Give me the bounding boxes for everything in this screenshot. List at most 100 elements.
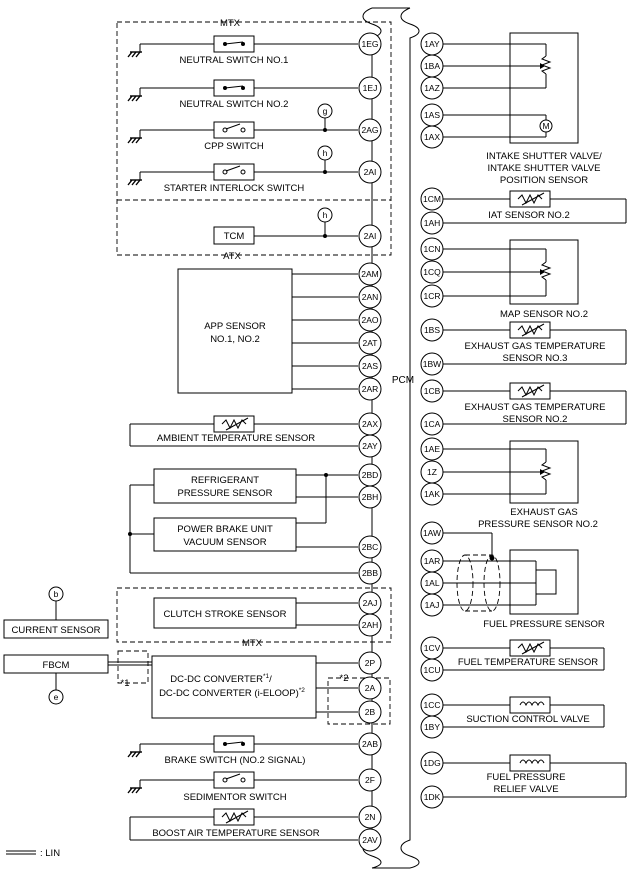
pin-bubble — [358, 676, 382, 700]
pin-label: 1CQ — [423, 267, 441, 277]
egp-label-2: PRESSURE SENSOR NO.2 — [478, 519, 598, 530]
fuelt-label: FUEL TEMPERATURE SENSOR — [458, 657, 598, 668]
pcm-label: PCM — [392, 375, 414, 386]
pin-label: 1AW — [423, 528, 441, 538]
pin-1aj: 1AJ — [420, 593, 444, 617]
pin-1cm: 1CM — [420, 187, 444, 211]
pin-2ag: 2AG — [358, 118, 382, 142]
pin-1ah: 1AH — [420, 211, 444, 235]
current-sensor-label: CURRENT SENSOR — [11, 625, 100, 636]
pin-bubble — [358, 700, 382, 724]
pin-1as: 1AS — [420, 103, 444, 127]
ground-icon — [127, 95, 142, 102]
connector-h-2: h — [323, 210, 328, 220]
fbcm-label: FBCM — [43, 660, 70, 671]
pin-2ah: 2AH — [358, 613, 382, 637]
pin-1ca: 1CA — [420, 412, 444, 436]
neutral-switch-1: NEUTRAL SWITCH NO.1 — [139, 35, 358, 66]
pin-label: 1CV — [424, 643, 441, 653]
star2-label: *2 — [340, 673, 349, 684]
pin-label: 1CM — [423, 194, 441, 204]
tcm-label: TCM — [224, 231, 245, 242]
cpp-switch-label: CPP SWITCH — [204, 141, 264, 152]
dcdc-label-1: DC-DC CONVERTER*1/ — [170, 673, 272, 685]
pin-2p: 2P — [358, 651, 382, 675]
pin-1al: 1AL — [420, 571, 444, 595]
pin-label: 1CU — [423, 665, 440, 675]
pin-bubble — [420, 785, 444, 809]
egt3-label-2: SENSOR NO.3 — [503, 353, 568, 364]
pin-bubble — [420, 352, 444, 376]
lin-legend-label: : LIN — [40, 848, 60, 859]
iat-label: IAT SENSOR NO.2 — [488, 210, 569, 221]
pin-1ar: 1AR — [420, 549, 444, 573]
pin-label: 2B — [365, 707, 376, 717]
pin-bubble — [358, 732, 382, 756]
pin-label: 2AM — [361, 269, 378, 279]
ground-icon — [127, 51, 142, 58]
pin-label: 2BC — [362, 542, 379, 552]
dcdc-label-1-sup: *1 — [263, 673, 270, 680]
refrigerant-pbu-sensors: REFRIGERANT PRESSURE SENSOR POWER BRAKE … — [128, 468, 358, 574]
pin-1ae: 1AE — [420, 437, 444, 461]
connector-e: e — [54, 692, 59, 702]
pin-label: 2AI — [364, 231, 377, 241]
intake-label-3: POSITION SENSOR — [500, 175, 588, 186]
pin-label: 1AL — [424, 578, 439, 588]
pin-2n: 2N — [358, 805, 382, 829]
map-sensor: MAP SENSOR NO.2 — [442, 239, 588, 320]
pin-bubble — [358, 377, 382, 401]
fuel-pressure-relief-valve: FUEL PRESSURE RELIEF VALVE — [442, 754, 627, 798]
ambient-temperature-sensor: AMBIENT TEMPERATURE SENSOR — [129, 415, 358, 447]
pin-label: 1DK — [424, 792, 441, 802]
pin-label: 2BB — [362, 568, 378, 578]
pin-label: 1CC — [423, 700, 440, 710]
app-sensor: APP SENSOR NO.1, NO.2 — [177, 268, 358, 394]
pin-label: 2AJ — [363, 598, 378, 608]
pin-1by: 1BY — [420, 715, 444, 739]
pin-2bc: 2BC — [358, 535, 382, 559]
app-sensor-label-2: NO.1, NO.2 — [210, 334, 260, 345]
pin-bubble — [420, 260, 444, 284]
ground-icon — [127, 787, 142, 794]
pin-bubble — [358, 651, 382, 675]
iat-sensor: IAT SENSOR NO.2 — [442, 190, 627, 224]
pin-label: 1AZ — [424, 83, 440, 93]
ground-symbols — [127, 51, 142, 794]
pin-label: 1BA — [424, 61, 440, 71]
pin-label: 2AO — [361, 315, 378, 325]
cpp-switch: CPP SWITCH — [139, 118, 358, 152]
pin-label: 1CB — [424, 386, 441, 396]
egp-label-1: EXHAUST GAS — [510, 507, 577, 518]
pin-bubble — [420, 482, 444, 506]
pin-label: 2N — [365, 812, 376, 822]
pin-1cu: 1CU — [420, 658, 444, 682]
egt-sensor-3: EXHAUST GAS TEMPERATURE SENSOR NO.3 — [442, 321, 627, 365]
pin-bubble — [358, 285, 382, 309]
boost-air-temperature-sensor: BOOST AIR TEMPERATURE SENSOR — [129, 808, 358, 841]
pin-2b: 2B — [358, 700, 382, 724]
right-wiring: M INTAKE SHUTTER VALVE/ INTAKE SHUTTER V… — [442, 32, 627, 798]
pin-label: 1AK — [424, 489, 440, 499]
pin-bubble — [358, 828, 382, 852]
left-wiring: MTX ATX NEUTRAL SWITCH NO.1 NEUTRAL SWIT… — [3, 18, 392, 859]
pin-1az: 1AZ — [420, 76, 444, 100]
pin-label: 2BD — [362, 470, 379, 480]
pin-1eg: 1EG — [358, 32, 382, 56]
pin-bubble — [420, 437, 444, 461]
pin-label: 1EJ — [363, 83, 378, 93]
pin-label: 1AY — [424, 39, 440, 49]
pin-1ax: 1AX — [420, 125, 444, 149]
intake-label-2: INTAKE SHUTTER VALVE — [488, 163, 601, 174]
pin-1cn: 1CN — [420, 237, 444, 261]
pin-label: 2AT — [363, 338, 378, 348]
pin-label: 2P — [365, 658, 376, 668]
refrig-label-1: REFRIGERANT — [191, 475, 259, 486]
pin-1bw: 1BW — [420, 352, 444, 376]
dc-dc-converter: DC-DC CONVERTER*1/ DC-DC CONVERTER (i-EL… — [151, 655, 391, 725]
pin-bubble — [420, 593, 444, 617]
pin-1ak: 1AK — [420, 482, 444, 506]
pin-label: 2AN — [362, 292, 379, 302]
pin-2at: 2AT — [358, 331, 382, 355]
